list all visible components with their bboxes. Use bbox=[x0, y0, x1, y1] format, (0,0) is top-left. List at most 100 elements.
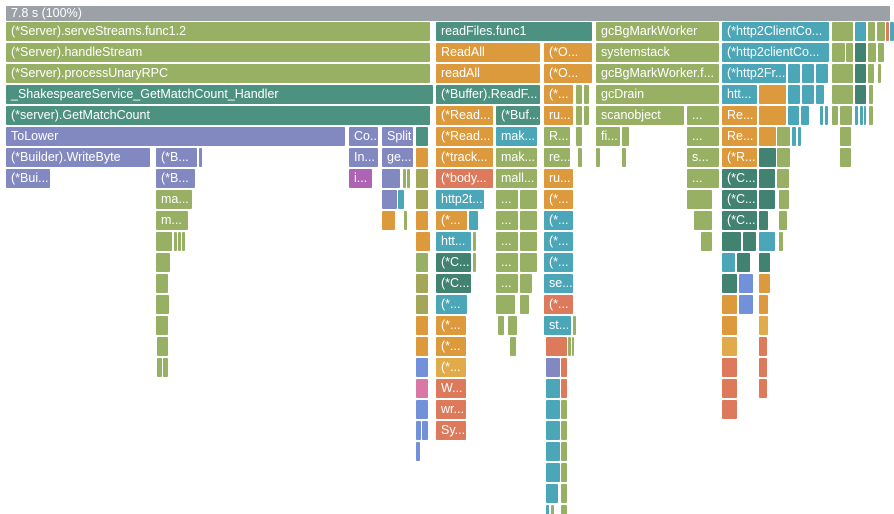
flame-cell[interactable]: (*http2ClientCo... bbox=[722, 22, 829, 41]
flame-cell[interactable] bbox=[759, 190, 775, 209]
flame-cell[interactable] bbox=[416, 211, 428, 230]
flame-cell[interactable] bbox=[174, 232, 177, 251]
flame-cell[interactable] bbox=[561, 358, 567, 377]
flame-cell[interactable] bbox=[498, 316, 504, 335]
flame-cell[interactable] bbox=[157, 358, 162, 377]
flame-cell[interactable]: systemstack bbox=[596, 43, 719, 62]
flame-cell[interactable] bbox=[157, 337, 168, 356]
flame-cell[interactable] bbox=[546, 463, 560, 482]
flame-cell[interactable]: ru... bbox=[544, 169, 573, 188]
flame-cell[interactable] bbox=[407, 169, 410, 188]
flame-cell[interactable]: (*... bbox=[436, 295, 467, 314]
flame-cell[interactable]: (*http2Fr... bbox=[722, 64, 786, 83]
flame-cell[interactable] bbox=[832, 64, 853, 83]
flame-cell[interactable] bbox=[687, 190, 712, 209]
flame-cell[interactable] bbox=[584, 106, 589, 125]
flame-cell[interactable] bbox=[722, 253, 735, 272]
flame-cell[interactable] bbox=[496, 295, 515, 314]
flame-cell[interactable] bbox=[869, 85, 873, 104]
flame-cell[interactable] bbox=[840, 106, 852, 125]
flame-cell[interactable] bbox=[576, 85, 582, 104]
flame-cell[interactable] bbox=[416, 232, 430, 251]
flame-cell[interactable] bbox=[878, 64, 881, 83]
flame-cell[interactable]: (*... bbox=[544, 253, 573, 272]
flame-cell[interactable]: mak... bbox=[496, 127, 537, 146]
flame-cell[interactable] bbox=[722, 232, 741, 251]
flame-cell[interactable] bbox=[520, 295, 529, 314]
flame-cell[interactable]: scanobject bbox=[596, 106, 684, 125]
flame-cell[interactable] bbox=[802, 85, 814, 104]
flame-cell[interactable] bbox=[777, 169, 789, 188]
flame-cell[interactable] bbox=[382, 190, 397, 209]
flame-cell[interactable] bbox=[404, 211, 407, 230]
flame-cell[interactable]: i... bbox=[349, 169, 372, 188]
flame-cell[interactable] bbox=[832, 85, 853, 104]
flame-cell[interactable] bbox=[694, 211, 712, 230]
flame-cell[interactable] bbox=[473, 253, 476, 272]
flame-cell[interactable] bbox=[840, 148, 851, 167]
flame-cell[interactable] bbox=[398, 190, 404, 209]
flame-cell[interactable] bbox=[520, 211, 537, 230]
flame-cell[interactable] bbox=[759, 274, 770, 293]
flame-cell[interactable] bbox=[832, 22, 853, 41]
flame-cell[interactable] bbox=[573, 316, 576, 335]
flame-cell[interactable] bbox=[886, 22, 889, 41]
flame-cell[interactable]: wr... bbox=[436, 400, 466, 419]
flame-cell[interactable]: ... bbox=[496, 190, 518, 209]
flame-cell[interactable] bbox=[832, 43, 845, 62]
flame-cell[interactable]: se... bbox=[544, 274, 573, 293]
flame-cell[interactable]: st... bbox=[544, 316, 571, 335]
flame-cell[interactable]: ge... bbox=[382, 148, 413, 167]
flame-cell[interactable]: ... bbox=[496, 274, 518, 293]
flame-cell[interactable]: (*B... bbox=[156, 169, 195, 188]
flame-cell[interactable] bbox=[739, 295, 753, 314]
flame-cell[interactable] bbox=[779, 211, 787, 230]
flame-cell[interactable] bbox=[759, 316, 768, 335]
flame-cell[interactable] bbox=[546, 358, 560, 377]
flame-cell[interactable]: (*... bbox=[436, 316, 466, 335]
flame-cell[interactable]: re... bbox=[544, 148, 570, 167]
flame-cell[interactable] bbox=[825, 106, 828, 125]
flame-cell[interactable] bbox=[576, 106, 582, 125]
flame-cell[interactable] bbox=[422, 421, 428, 440]
flame-cell[interactable]: ma... bbox=[156, 190, 192, 209]
flame-cell[interactable]: gcDrain bbox=[596, 85, 719, 104]
flame-cell[interactable] bbox=[759, 358, 767, 377]
flame-cell[interactable]: (*B... bbox=[156, 148, 197, 167]
flame-cell[interactable] bbox=[759, 148, 776, 167]
flame-cell[interactable] bbox=[520, 253, 537, 272]
flame-cell[interactable] bbox=[416, 190, 428, 209]
flame-cell[interactable] bbox=[868, 64, 874, 83]
flame-cell[interactable] bbox=[546, 337, 567, 356]
flame-cell[interactable]: mak... bbox=[496, 148, 537, 167]
flame-cell[interactable] bbox=[792, 127, 796, 146]
flame-cell[interactable] bbox=[578, 148, 582, 167]
flame-cell[interactable] bbox=[855, 64, 866, 83]
flame-cell[interactable] bbox=[840, 127, 851, 146]
flame-cell[interactable] bbox=[156, 232, 172, 251]
flame-cell[interactable] bbox=[520, 274, 532, 293]
flame-cell[interactable]: ... bbox=[687, 106, 719, 125]
flame-cell[interactable]: gcBgMarkWorker.f... bbox=[596, 64, 719, 83]
flame-cell[interactable]: (*body... bbox=[436, 169, 493, 188]
flame-cell[interactable]: http2t... bbox=[436, 190, 484, 209]
flame-cell[interactable] bbox=[868, 43, 876, 62]
flame-cell[interactable]: (*Builder).WriteByte bbox=[6, 148, 150, 167]
flame-cell[interactable] bbox=[855, 43, 866, 62]
flame-cell[interactable] bbox=[546, 442, 560, 461]
flame-cell[interactable]: (*Server).processUnaryRPC bbox=[6, 64, 430, 83]
flame-cell[interactable]: (*C... bbox=[436, 253, 471, 272]
flame-cell[interactable] bbox=[759, 127, 776, 146]
flame-cell[interactable]: (*... bbox=[544, 232, 573, 251]
flame-cell[interactable]: R... bbox=[544, 127, 570, 146]
flame-cell[interactable]: (*... bbox=[436, 337, 466, 356]
flame-cell[interactable]: (*Buf... bbox=[496, 106, 540, 125]
flame-cell[interactable] bbox=[788, 106, 799, 125]
flame-cell[interactable]: fi... bbox=[596, 127, 620, 146]
flame-cell[interactable] bbox=[743, 232, 756, 251]
flame-cell[interactable]: ... bbox=[496, 211, 518, 230]
flame-cell[interactable] bbox=[722, 274, 737, 293]
flame-cell[interactable] bbox=[739, 274, 753, 293]
flame-cell[interactable] bbox=[798, 127, 801, 146]
flame-cell[interactable] bbox=[759, 106, 786, 125]
